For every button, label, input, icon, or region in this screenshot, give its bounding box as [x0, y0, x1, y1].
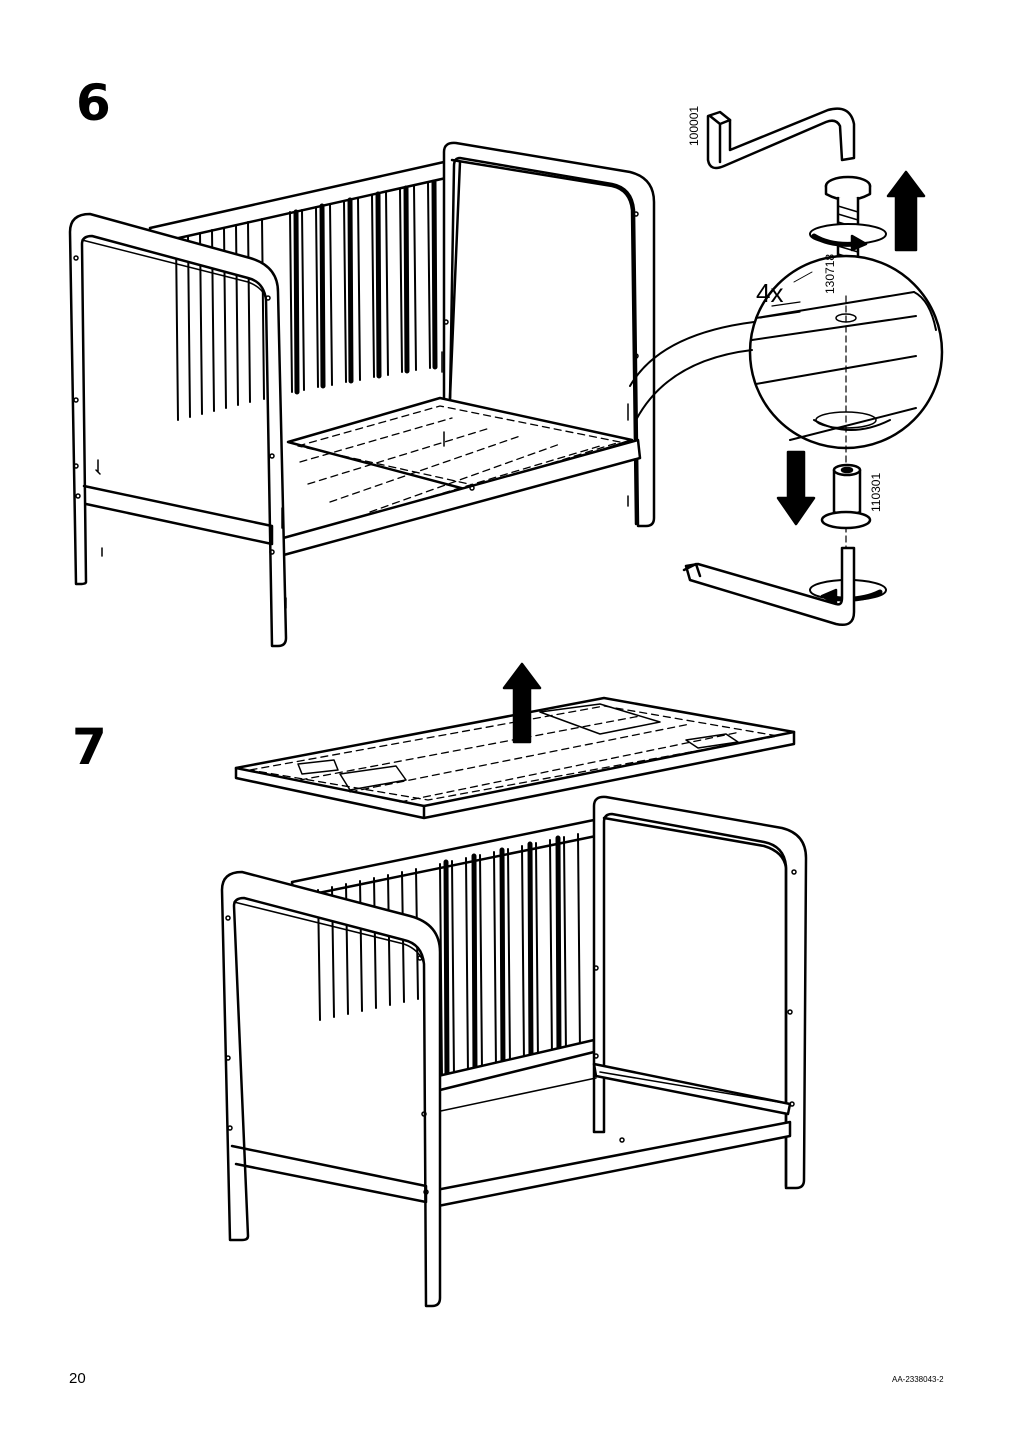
step-7-number: 7: [72, 718, 107, 776]
part-number-barrel-nut: 110301: [869, 473, 883, 512]
part-number-allen-key: 100001: [687, 106, 701, 146]
quantity-label: 4x: [756, 278, 783, 308]
step6-crib: [68, 141, 656, 648]
step7-mattress-base: [234, 662, 796, 820]
step7-crib-frame: [220, 795, 808, 1308]
step-6-number: 6: [76, 74, 111, 132]
step6-detail: [629, 107, 944, 626]
document-code: AA-2338043-2: [892, 1375, 944, 1384]
page-number: 20: [69, 1370, 86, 1387]
part-number-bolt: 130718: [823, 254, 837, 294]
